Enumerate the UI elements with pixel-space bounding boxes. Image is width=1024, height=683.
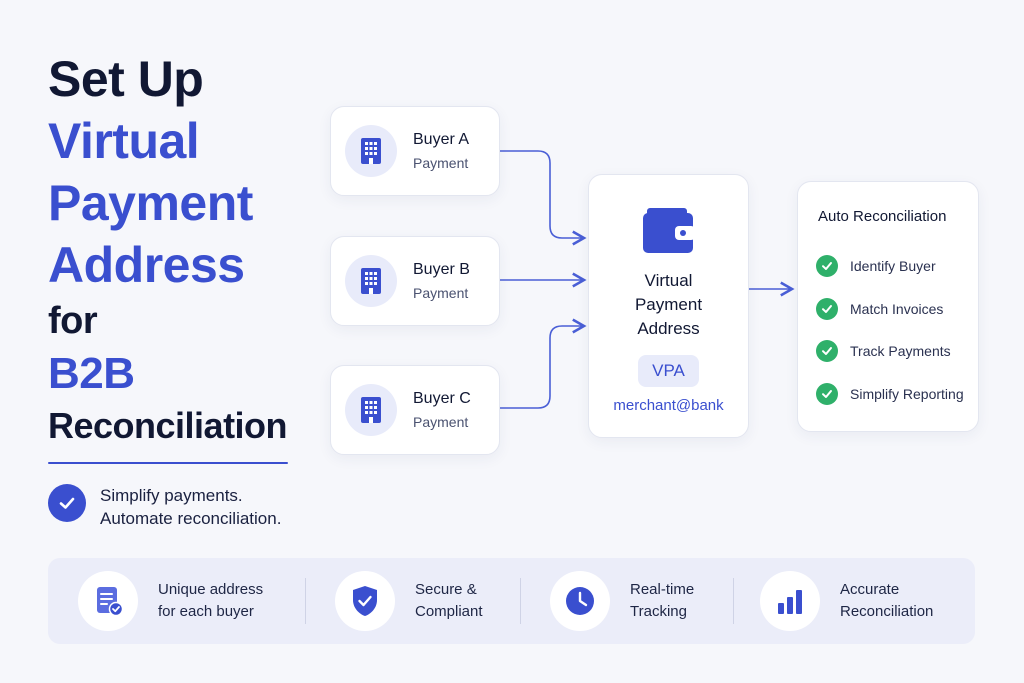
feature-line-2: Compliant bbox=[415, 603, 483, 620]
vpa-address: merchant@bank bbox=[613, 397, 724, 414]
buyer-sub: Payment bbox=[413, 414, 469, 430]
feature-line-2: for each buyer bbox=[158, 603, 254, 620]
shield-check-icon bbox=[335, 571, 395, 631]
auto-item: Identify Buyer bbox=[816, 245, 978, 288]
check-circle-icon bbox=[816, 382, 838, 405]
auto-item: Simplify Reporting bbox=[816, 373, 978, 416]
feature-line-1: Secure & bbox=[415, 581, 477, 598]
auto-item-label: Identify Buyer bbox=[850, 258, 936, 275]
buyer-card-a: Buyer A Payment bbox=[330, 106, 500, 196]
feature-line-1: Accurate bbox=[840, 581, 900, 598]
auto-item-label: Simplify Reporting bbox=[850, 385, 964, 402]
vpa-badge: VPA bbox=[638, 355, 699, 387]
document-check-icon bbox=[78, 571, 138, 631]
buyer-name: Buyer A bbox=[413, 131, 470, 148]
arrow-buyer-a bbox=[498, 150, 587, 246]
feature-line-1: Real-time bbox=[630, 581, 695, 598]
auto-item-label: Match Invoices bbox=[850, 300, 944, 317]
bar-chart-icon bbox=[760, 571, 820, 631]
buyer-sub: Payment bbox=[413, 155, 469, 171]
title-line-5: for bbox=[48, 300, 98, 342]
tagline-line-2: Automate reconciliation. bbox=[100, 509, 282, 528]
feature-unique-address: Unique address for each buyer bbox=[78, 558, 278, 644]
feature-tracking: Real-time Tracking bbox=[550, 558, 750, 644]
auto-item-label: Track Payments bbox=[850, 343, 951, 360]
wallet-icon bbox=[641, 205, 697, 255]
divider bbox=[305, 578, 306, 624]
vpa-card: Virtual Payment Address VPA merchant@ban… bbox=[588, 174, 749, 438]
buyer-card-c: Buyer C Payment bbox=[330, 365, 500, 455]
feature-line-2: Reconciliation bbox=[840, 603, 934, 620]
buyer-name: Buyer B bbox=[413, 261, 470, 278]
check-circle-icon bbox=[816, 340, 838, 363]
auto-item: Track Payments bbox=[816, 330, 978, 373]
title-line-7: Reconciliation bbox=[48, 405, 288, 446]
tagline-line-1: Simplify payments. bbox=[100, 486, 243, 505]
clock-icon bbox=[550, 571, 610, 631]
page-title: Set Up Virtual Payment Address for B2B R… bbox=[48, 54, 318, 454]
feature-secure: Secure & Compliant bbox=[335, 558, 535, 644]
buyer-name: Buyer C bbox=[413, 390, 471, 407]
divider bbox=[733, 578, 734, 624]
building-icon bbox=[345, 255, 397, 307]
title-line-1: Set Up bbox=[48, 51, 204, 107]
divider bbox=[520, 578, 521, 624]
buyer-card-b: Buyer B Payment bbox=[330, 236, 500, 326]
title-line-6: B2B bbox=[48, 349, 135, 398]
check-circle-icon bbox=[816, 297, 838, 320]
check-circle-icon bbox=[48, 484, 86, 522]
auto-reconciliation-card: Auto Reconciliation Identify Buyer Match… bbox=[797, 181, 979, 432]
title-line-3: Payment bbox=[48, 175, 253, 231]
title-line-2: Virtual bbox=[48, 113, 200, 169]
feature-line-2: Tracking bbox=[630, 603, 687, 620]
vpa-title-3: Address bbox=[637, 319, 700, 338]
vpa-title-2: Payment bbox=[634, 295, 703, 314]
feature-line-1: Unique address bbox=[158, 581, 264, 598]
auto-item: Match Invoices bbox=[816, 288, 978, 331]
building-icon bbox=[345, 125, 397, 177]
building-icon bbox=[345, 384, 397, 436]
feature-strip: Unique address for each buyer Secure & C… bbox=[48, 558, 975, 644]
title-underline bbox=[48, 462, 288, 464]
buyer-sub: Payment bbox=[413, 285, 469, 301]
feature-accurate: Accurate Reconciliation bbox=[760, 558, 960, 644]
tagline: Simplify payments. Automate reconciliati… bbox=[48, 484, 281, 530]
arrow-buyer-c bbox=[498, 318, 587, 409]
vpa-title-1: Virtual bbox=[644, 271, 693, 290]
auto-heading: Auto Reconciliation bbox=[818, 208, 947, 225]
title-line-4: Address bbox=[48, 237, 245, 293]
check-circle-icon bbox=[816, 255, 838, 278]
